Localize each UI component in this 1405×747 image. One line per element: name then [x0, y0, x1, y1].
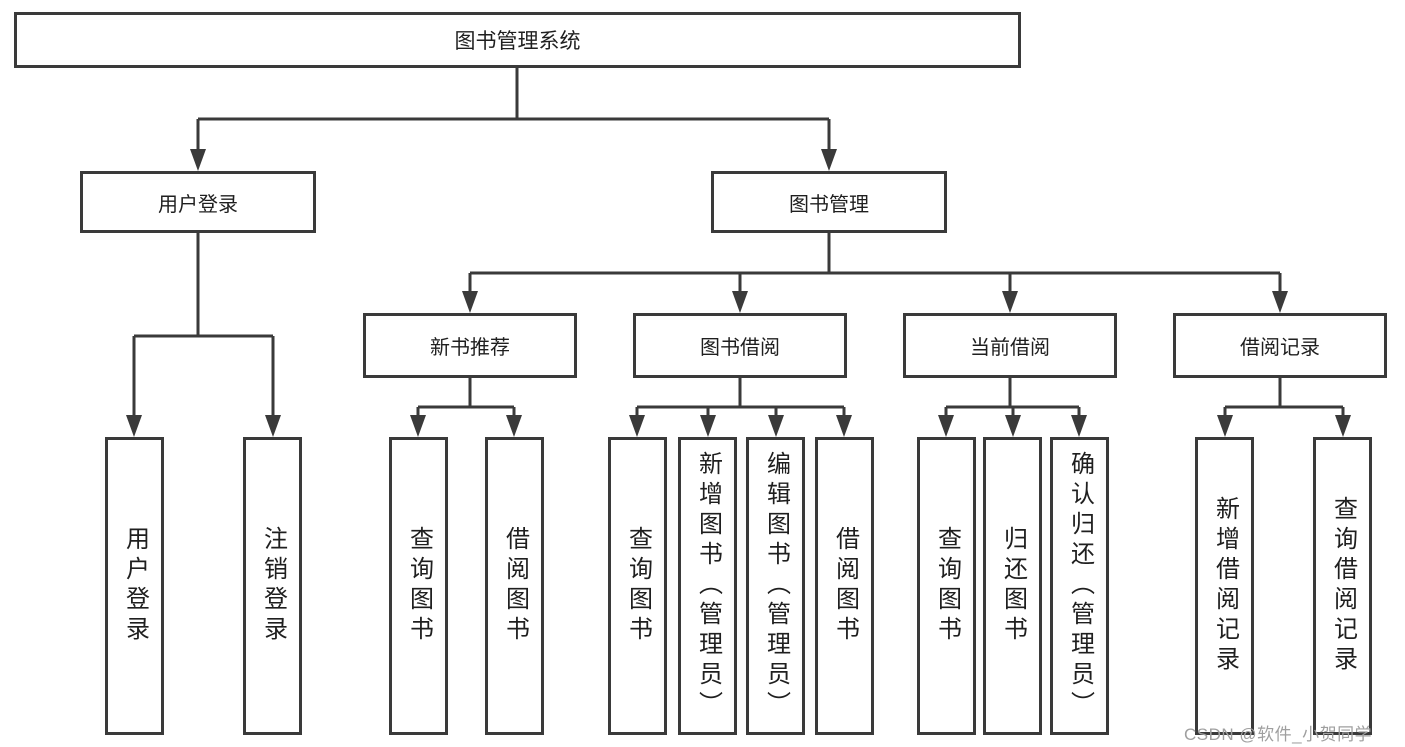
node-new-book-recommendation: 新书推荐: [363, 313, 577, 378]
leaf-edit-book-admin: 编辑图书（管理员）: [746, 437, 805, 735]
leaf-label: 新增图书（管理员）: [694, 451, 722, 721]
leaf-label: 用户登录: [121, 526, 149, 646]
node-book-management: 图书管理: [711, 171, 947, 233]
leaf-return-books: 归还图书: [983, 437, 1042, 735]
leaf-label: 借阅图书: [831, 526, 859, 646]
node-borrowing-records: 借阅记录: [1173, 313, 1387, 378]
watermark: CSDN @软件_小贺同学: [1184, 725, 1373, 744]
node-book-borrowing: 图书借阅: [633, 313, 847, 378]
node-label: 当前借阅: [970, 337, 1050, 359]
leaf-user-login: 用户登录: [105, 437, 164, 735]
node-root: 图书管理系统: [14, 12, 1021, 68]
leaf-confirm-return-admin: 确认归还（管理员）: [1050, 437, 1109, 735]
leaf-label: 归还图书: [999, 526, 1027, 646]
node-label: 新书推荐: [430, 337, 510, 359]
node-current-borrowing: 当前借阅: [903, 313, 1117, 378]
leaf-label: 注销登录: [259, 526, 287, 646]
leaf-query-borrow-record: 查询借阅记录: [1313, 437, 1372, 735]
leaf-query-books-borrow: 查询图书: [608, 437, 667, 735]
node-label: 用户登录: [158, 193, 238, 216]
node-root-label: 图书管理系统: [454, 30, 581, 53]
leaf-label: 借阅图书: [501, 526, 529, 646]
node-label: 图书借阅: [700, 337, 780, 359]
leaf-add-borrow-record: 新增借阅记录: [1195, 437, 1254, 735]
leaf-label: 查询图书: [624, 526, 652, 646]
node-user-login: 用户登录: [80, 171, 316, 233]
leaf-logout: 注销登录: [243, 437, 302, 735]
leaf-label: 查询借阅记录: [1329, 496, 1357, 676]
leaf-borrow-books-recommend: 借阅图书: [485, 437, 544, 735]
node-label: 图书管理: [789, 193, 869, 216]
leaf-label: 确认归还（管理员）: [1066, 451, 1094, 721]
leaf-borrow-books: 借阅图书: [815, 437, 874, 735]
node-label: 借阅记录: [1240, 337, 1320, 359]
leaf-label: 新增借阅记录: [1211, 496, 1239, 676]
leaf-label: 查询图书: [933, 526, 961, 646]
leaf-query-books-current: 查询图书: [917, 437, 976, 735]
leaf-label: 查询图书: [405, 526, 433, 646]
leaf-query-books-recommend: 查询图书: [389, 437, 448, 735]
leaf-label: 编辑图书（管理员）: [762, 451, 790, 721]
leaf-add-book-admin: 新增图书（管理员）: [678, 437, 737, 735]
